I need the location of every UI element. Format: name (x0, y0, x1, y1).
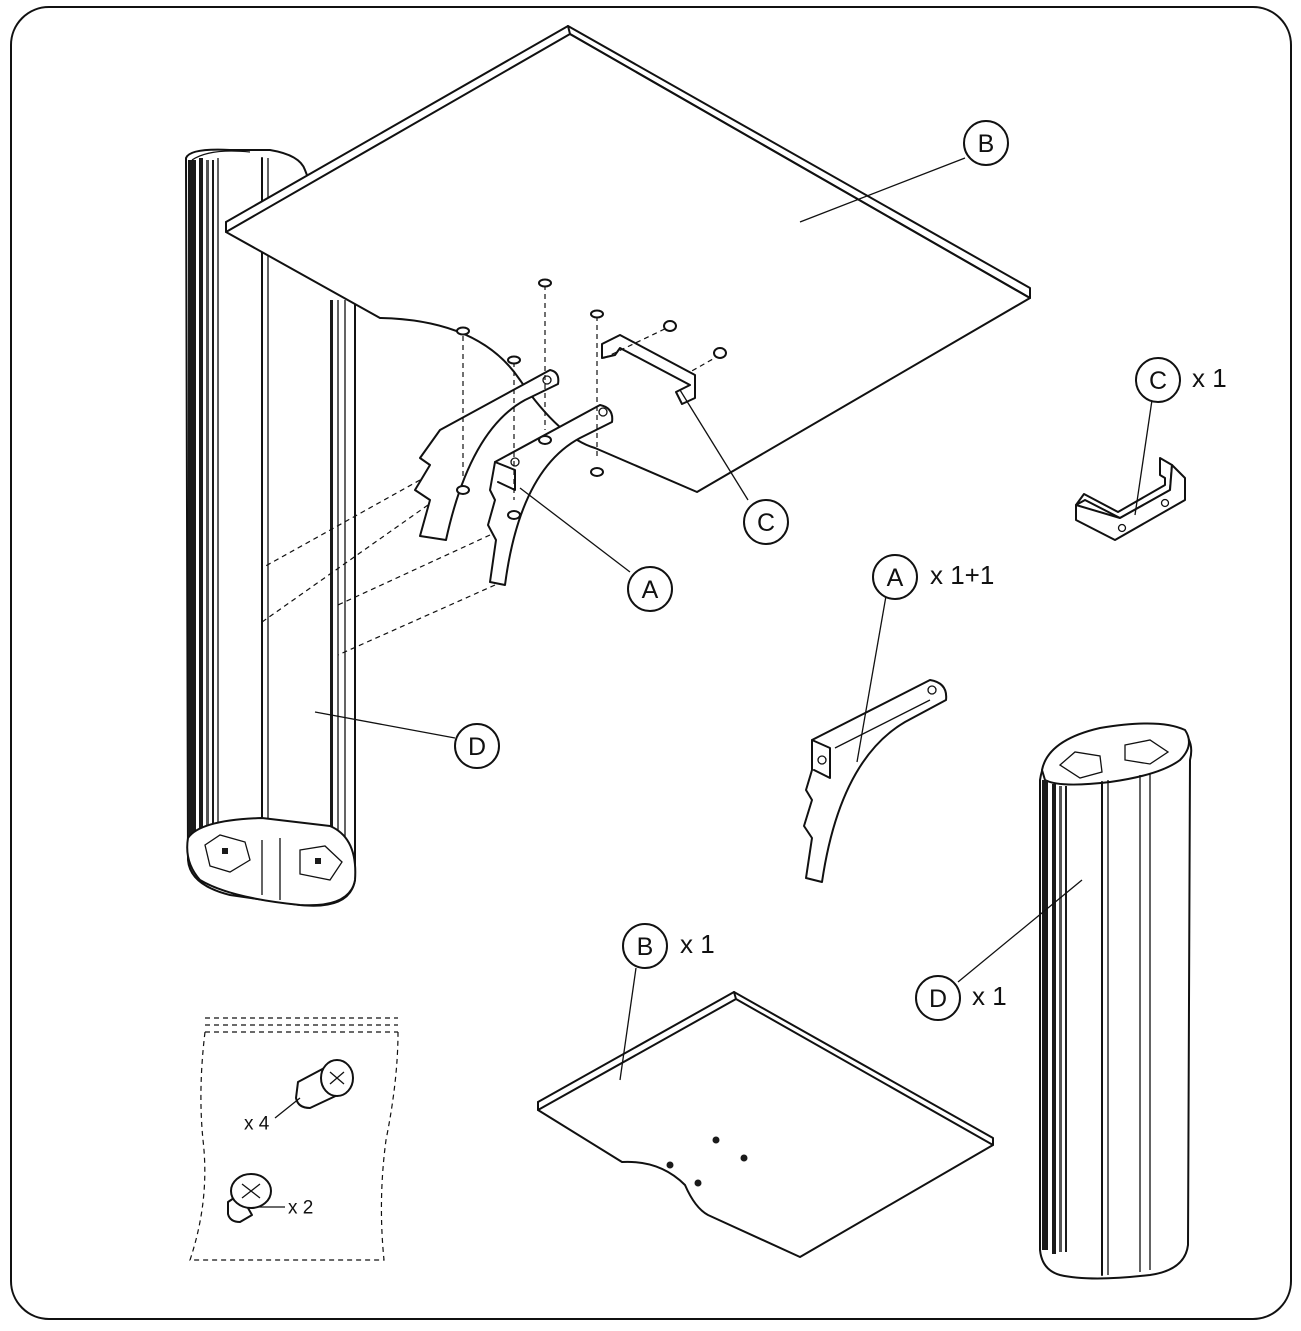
main-bracket-a-back (414, 369, 560, 541)
main-leaders (314, 157, 966, 739)
main-shelf-b (225, 25, 1031, 493)
svg-text:x 1: x 1 (1192, 363, 1227, 393)
alignment-lines (261, 479, 496, 656)
svg-text:A: A (642, 576, 659, 604)
svg-text:D: D (929, 985, 947, 1013)
main-column-d (185, 148, 357, 907)
frame-border (10, 6, 1292, 1320)
svg-text:x 2: x 2 (288, 1198, 313, 1219)
part-clamp-c (1075, 399, 1186, 541)
part-column-d (957, 722, 1193, 1280)
svg-text:x 4: x 4 (244, 1114, 270, 1135)
svg-text:A: A (887, 564, 904, 592)
svg-text:x 1: x 1 (680, 929, 715, 959)
main-bracket-a-front (487, 404, 614, 586)
label-main-a: A (627, 566, 673, 612)
label-main-b: B (963, 120, 1009, 166)
label-part-a: A x 1+1 (872, 554, 994, 600)
svg-text:C: C (1149, 367, 1167, 395)
svg-text:B: B (637, 933, 654, 961)
svg-text:C: C (757, 509, 775, 537)
short-screw-icon (227, 1173, 285, 1223)
part-shelf-b (537, 967, 994, 1258)
svg-text:x 1+1: x 1+1 (930, 560, 994, 590)
main-clamp-c (601, 334, 696, 405)
label-part-d: D x 1 (915, 975, 1007, 1021)
svg-text:D: D (468, 733, 486, 761)
part-bracket-a (803, 595, 948, 883)
label-main-c: C (743, 499, 789, 545)
svg-text:x 1: x 1 (972, 981, 1007, 1011)
hardware-bag: x 4 x 2 (189, 1017, 399, 1261)
label-part-c: C x 1 (1135, 357, 1227, 403)
svg-text:B: B (978, 130, 995, 158)
label-main-d: D (454, 723, 500, 769)
long-screw-icon (274, 1059, 354, 1119)
label-part-b: B x 1 (622, 923, 715, 969)
main-screws (456, 278, 727, 520)
